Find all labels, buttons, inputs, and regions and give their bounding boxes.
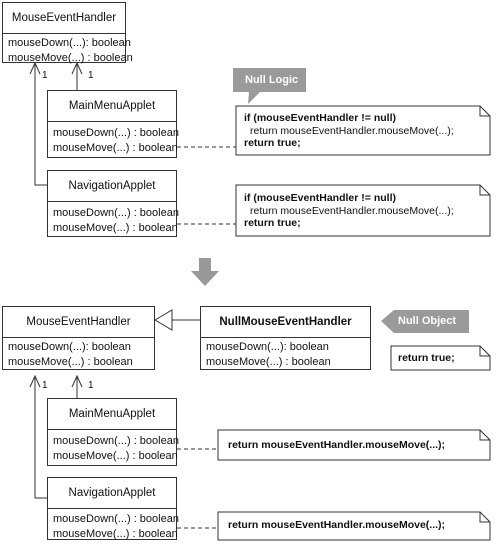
operation-mouse-down: mouseDown(...) : boolean (53, 207, 179, 219)
association-arrowhead-icon (71, 374, 83, 388)
null-object-tag-shape (381, 310, 469, 333)
note-line: return mouseEventHandler.mouseMove(...); (250, 204, 454, 217)
operation-mouse-down: mouseDown(...): boolean (206, 341, 329, 353)
class-name: MouseEventHandler (3, 307, 154, 338)
operation-mouse-move: mouseMove(...) : boolean (8, 356, 133, 368)
operation-mouse-down: mouseDown(...) : boolean (53, 513, 179, 525)
multiplicity-label: 1 (42, 380, 48, 391)
multiplicity-label: 1 (42, 70, 48, 81)
note-null-check-mainmenu: if (mouseEventHandler != null) return mo… (244, 112, 454, 150)
association-arrowhead-icon (71, 61, 83, 75)
class-name: MainMenuApplet (48, 399, 176, 430)
association-arrowhead-icon (29, 61, 41, 75)
generalization-triangle-icon (154, 309, 173, 331)
operation-mouse-move: mouseMove(...) : boolean (53, 222, 178, 234)
note-line: return true; (244, 137, 301, 149)
class-navigation-applet-bottom: NavigationApplet mouseDown(...) : boolea… (47, 477, 179, 540)
note-null-check-navigation: if (mouseEventHandler != null) return mo… (244, 192, 454, 230)
operation-mouse-down: mouseDown(...) : boolean (53, 435, 179, 447)
class-name: NavigationApplet (48, 171, 176, 202)
class-name: MouseEventHandler (3, 3, 125, 34)
folded-note-icon (390, 345, 491, 371)
operation-mouse-move: mouseMove(...) : boolean (206, 356, 331, 368)
note-line: return mouseEventHandler.mouseMove(...); (250, 124, 454, 137)
class-mouse-event-handler-top: MouseEventHandler mouseDown(...): boolea… (2, 2, 133, 64)
null-object-tag: Null Object (398, 315, 457, 327)
class-navigation-applet-top: NavigationApplet mouseDown(...) : boolea… (47, 170, 179, 237)
note-line: if (mouseEventHandler != null) (244, 192, 396, 204)
null-logic-tag-shape (233, 68, 306, 104)
null-logic-tag: Null Logic (245, 74, 299, 86)
operation-mouse-down: mouseDown(...): boolean (8, 37, 131, 49)
folded-note-icon (217, 511, 491, 541)
note-return-true: return true; (398, 352, 455, 365)
folded-note-icon (217, 429, 491, 461)
association-arrowhead-icon (29, 374, 41, 388)
multiplicity-label: 1 (88, 380, 94, 391)
operation-mouse-down: mouseDown(...): boolean (8, 341, 131, 353)
class-name: MainMenuApplet (48, 91, 176, 122)
note-line: return mouseEventHandler.mouseMove(...); (228, 439, 446, 451)
note-delegate-navigation: return mouseEventHandler.mouseMove(...); (228, 519, 445, 532)
operation-mouse-move: mouseMove(...) : boolean (8, 52, 133, 64)
class-main-menu-applet-top: MainMenuApplet mouseDown(...) : boolean … (47, 90, 179, 158)
class-main-menu-applet-bottom: MainMenuApplet mouseDown(...) : boolean … (47, 398, 179, 466)
folded-note-icon (235, 105, 491, 156)
operation-mouse-down: mouseDown(...) : boolean (53, 127, 179, 139)
note-line: return mouseEventHandler.mouseMove(...); (228, 519, 446, 531)
multiplicity-label: 1 (88, 70, 94, 81)
down-arrow-icon (191, 258, 219, 286)
class-name: NullMouseEventHandler (201, 307, 370, 338)
folded-note-icon (235, 184, 491, 237)
class-null-mouse-event-handler: NullMouseEventHandler mouseDown(...): bo… (200, 306, 371, 370)
class-mouse-event-handler-bottom: MouseEventHandler mouseDown(...): boolea… (2, 306, 155, 370)
note-line: return true; (398, 352, 455, 364)
class-name: NavigationApplet (48, 478, 176, 509)
operation-mouse-move: mouseMove(...) : boolean (53, 528, 178, 540)
operation-mouse-move: mouseMove(...) : boolean (53, 142, 178, 154)
note-delegate-mainmenu: return mouseEventHandler.mouseMove(...); (228, 439, 445, 452)
operation-mouse-move: mouseMove(...) : boolean (53, 450, 178, 462)
note-line: return true; (244, 217, 301, 229)
note-line: if (mouseEventHandler != null) (244, 112, 396, 124)
